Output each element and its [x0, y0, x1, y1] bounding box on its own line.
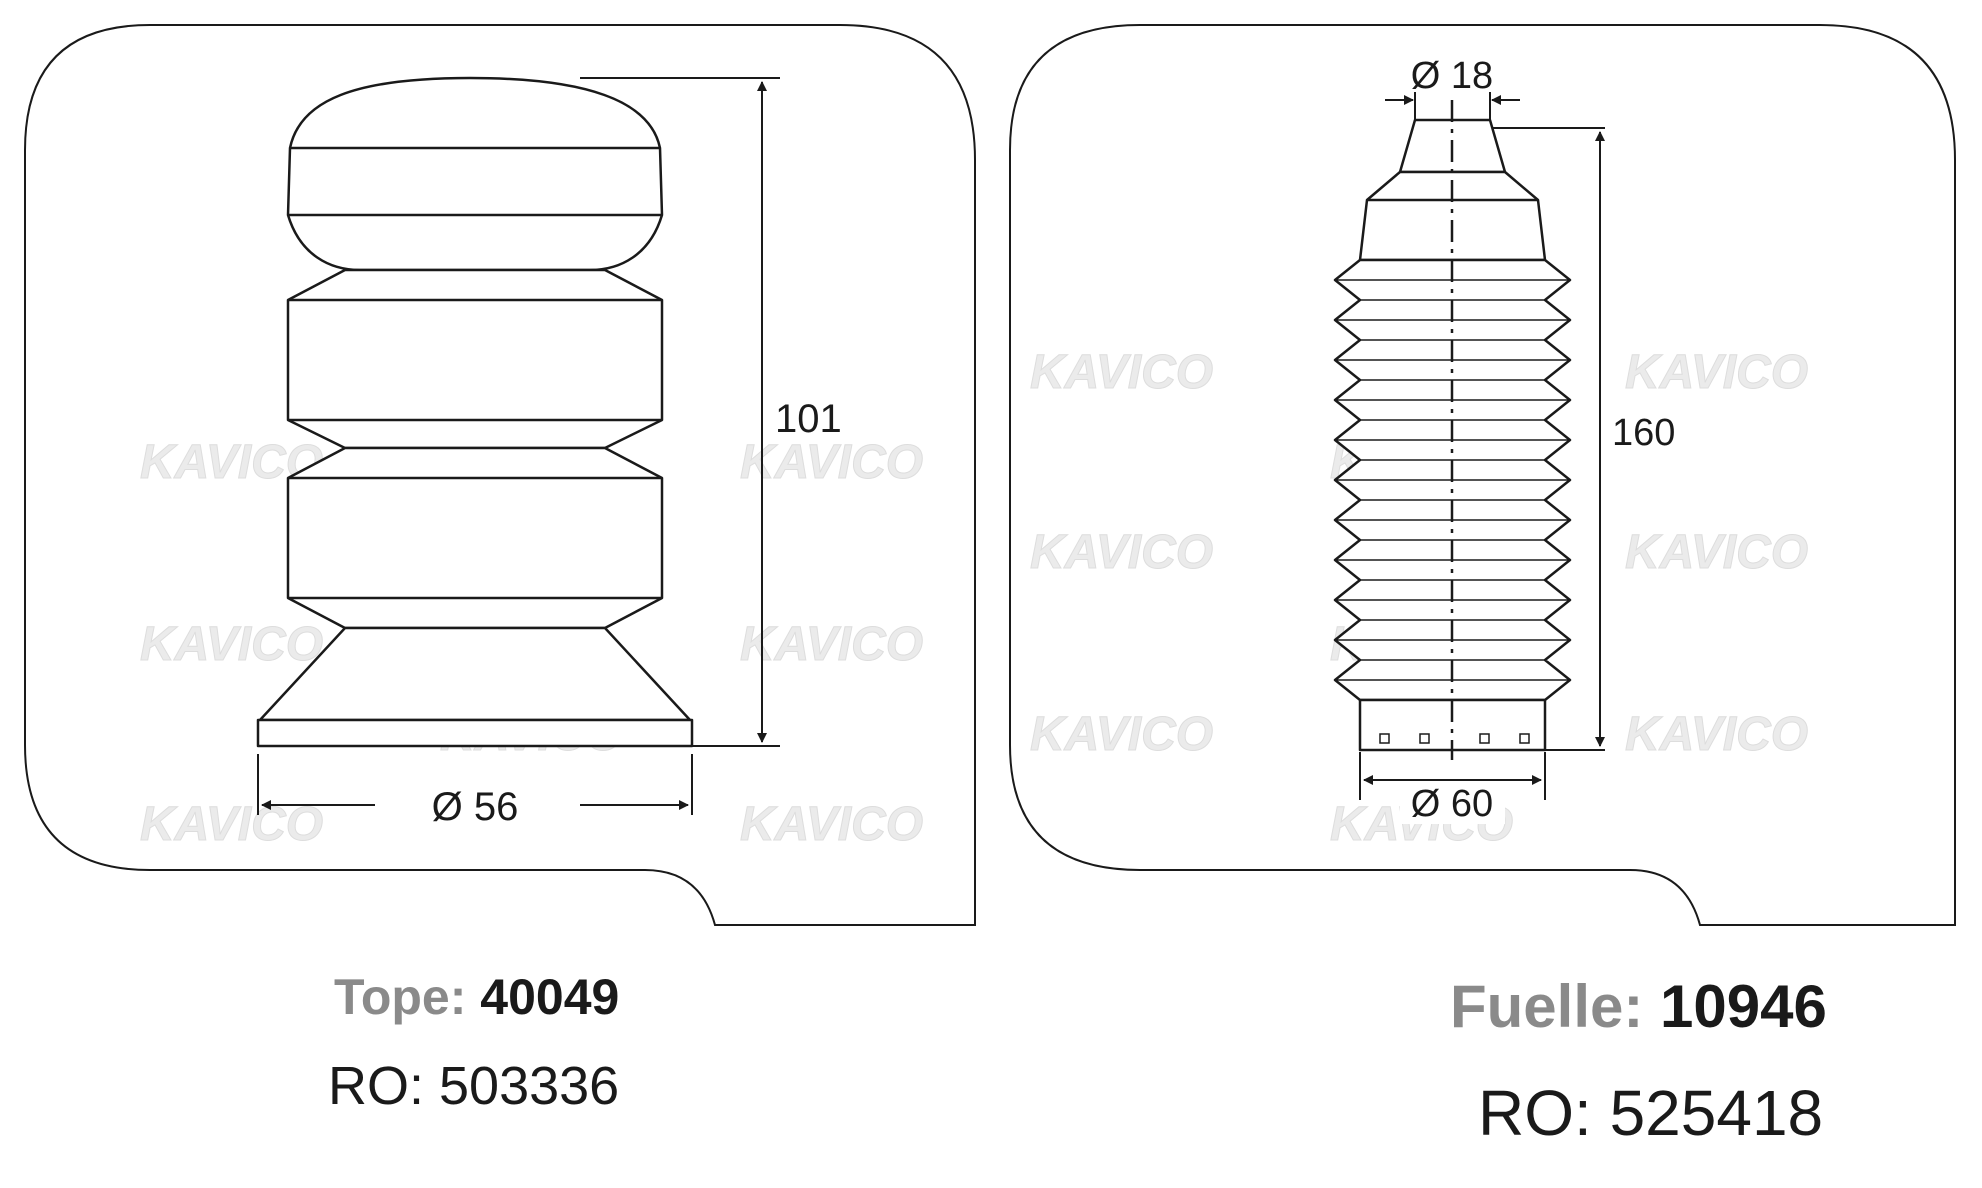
right-bottom-diameter-label: Ø 60 [1411, 783, 1493, 825]
left-part-ro: RO: 503336 [328, 1056, 620, 1116]
right-frame [1009, 24, 1956, 926]
bump-stop-segment-3 [286, 446, 664, 630]
vent-hole [1479, 733, 1490, 744]
right-dimensions [1359, 92, 1605, 800]
watermark-text: KAVICO [1030, 346, 1213, 399]
left-frame [24, 24, 976, 926]
watermark-text: KAVICO [1625, 708, 1808, 761]
watermark-text: KAVICO [1030, 526, 1213, 579]
watermark-text: KAVICO [1030, 708, 1213, 761]
left-dimensions [257, 77, 780, 815]
right-part-number: 10946 [1660, 973, 1827, 1040]
left-height-label: 101 [775, 397, 842, 441]
vent-hole [1379, 733, 1390, 744]
watermark-text: KAVICO [740, 618, 923, 671]
right-part-ro: RO: 525418 [1478, 1077, 1824, 1149]
left-part-number: 40049 [480, 969, 620, 1025]
bottom-diameter-label-bg [1400, 782, 1505, 824]
right-part-label: Fuelle: [1450, 973, 1644, 1040]
watermark-text: KAVICO [740, 436, 923, 489]
bump-stop-drawing [256, 76, 694, 748]
vent-hole [1519, 733, 1530, 744]
watermark-text: KAVICO [140, 798, 323, 851]
left-diameter-label: Ø 56 [432, 785, 519, 829]
bump-stop-segment-2 [286, 268, 664, 450]
watermark-text: KAVICO [140, 618, 323, 671]
bump-stop-base-cone [258, 626, 692, 722]
bump-stop-base-flange [256, 718, 694, 748]
watermark-text: KAVICO [1625, 346, 1808, 399]
bellows-vent-holes [1379, 733, 1530, 744]
bump-stop-top-dome [286, 76, 664, 272]
right-part-caption: Fuelle: 10946 [1450, 972, 1827, 1041]
left-part-label: Tope: [334, 969, 467, 1025]
vent-hole [1419, 733, 1430, 744]
left-part-caption: Tope: 40049 [334, 968, 619, 1026]
right-height-label: 160 [1612, 412, 1675, 454]
watermark-text: KAVICO [1625, 526, 1808, 579]
watermark-text: KAVICO [740, 798, 923, 851]
right-top-diameter-label: Ø 18 [1411, 55, 1493, 97]
